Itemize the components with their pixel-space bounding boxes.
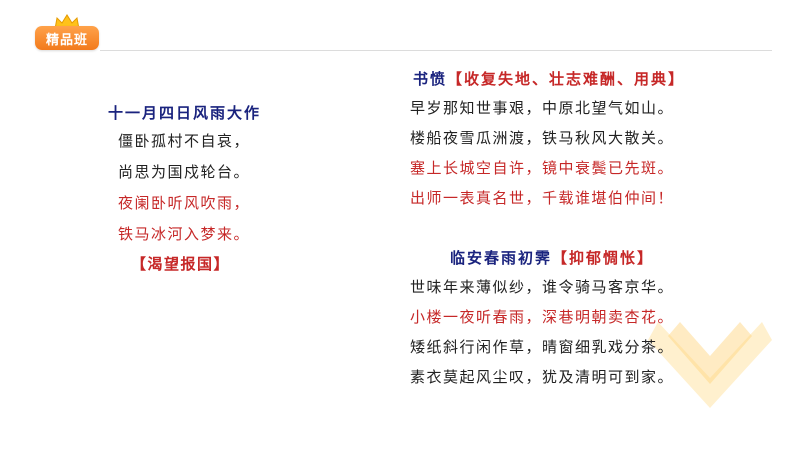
poem-line: 楼船夜雪瓜洲渡，铁马秋风大散关。 [410,129,675,147]
poem-linan-chunyu: 临安春雨初霁【抑郁惆怅】 世味年来薄似纱，谁令骑马客京华。 小楼一夜听春雨，深巷… [410,244,674,392]
badge-label: 精品班 [45,32,88,48]
poem-line: 世味年来薄似纱，谁令骑马客京华。 [410,278,675,296]
course-badge: 精品班 [35,14,99,52]
poem-line: 尚思为国戍轮台。 [118,163,251,181]
poem-line: 矮纸斜行闲作草，晴窗细乳戏分茶。 [410,338,675,356]
poem-shufen: 书愤【收复失地、壮志难酬、用典】 早岁那知世事艰，中原北望气如山。 楼船夜雪瓜洲… [410,65,685,213]
poem-line-highlight: 塞上长城空自许，镜中衰鬓已先斑。 [410,159,675,177]
badge-plate: 精品班 [35,26,99,50]
poem-title-row: 临安春雨初霁【抑郁惆怅】 [450,244,674,272]
poem-line-highlight: 夜阑卧听风吹雨， [118,194,251,212]
poem-title-row: 书愤【收复失地、壮志难酬、用典】 [413,65,685,93]
poem-line: 早岁那知世事艰，中原北望气如山。 [410,99,675,117]
poem-theme-tag: 【收复失地、壮志难酬、用典】 [447,70,686,88]
poem-shiyiyue: 十一月四日风雨大作 僵卧孤村不自哀， 尚思为国戍轮台。 夜阑卧听风吹雨， 铁马冰… [108,100,261,278]
watermark-logo-icon [648,322,772,408]
poem-title: 书愤 [413,70,448,88]
poem-theme-tag: 【抑郁惆怅】 [552,249,655,267]
poem-theme-tag: 【渴望报国】 [131,255,231,273]
poem-title: 临安春雨初霁 [450,249,553,267]
poem-line: 僵卧孤村不自哀， [118,132,251,150]
poem-line-highlight: 铁马冰河入梦来。 [118,225,251,243]
poem-title: 十一月四日风雨大作 [108,104,262,122]
poem-line-highlight: 小楼一夜听春雨，深巷明朝卖杏花。 [410,308,675,326]
header-divider [100,50,772,51]
poem-line: 素衣莫起风尘叹，犹及清明可到家。 [410,368,675,386]
poem-line-highlight: 出师一表真名世，千载谁堪伯仲间！ [410,189,675,207]
